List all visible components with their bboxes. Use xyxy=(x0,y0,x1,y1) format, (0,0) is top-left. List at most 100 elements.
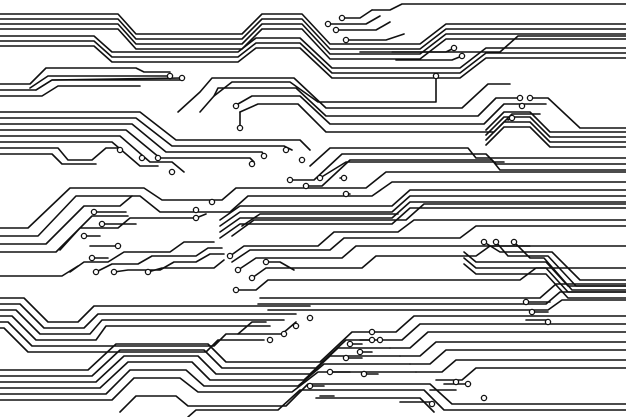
trace-pad-31 xyxy=(192,214,200,222)
circuit-trace-71 xyxy=(231,225,626,263)
trace-pad-47 xyxy=(510,238,518,246)
trace-pad-61 xyxy=(368,336,376,344)
trace-pad-9 xyxy=(516,94,524,102)
trace-pad-58 xyxy=(326,368,334,376)
trace-pad-6 xyxy=(458,52,466,60)
circuit-trace-56 xyxy=(219,189,626,221)
trace-pad-10 xyxy=(432,72,440,80)
trace-pad-1 xyxy=(338,14,346,22)
circuit-trace-94 xyxy=(237,321,267,335)
circuit-trace-70 xyxy=(229,219,626,257)
trace-pad-54 xyxy=(266,336,274,344)
circuit-trace-58 xyxy=(219,201,626,233)
circuit-trace-53 xyxy=(0,215,129,253)
circuit-trace-28 xyxy=(485,111,626,133)
trace-pad-8 xyxy=(178,74,186,82)
circuit-trace-80 xyxy=(463,257,626,293)
trace-pad-25 xyxy=(302,182,310,190)
trace-group xyxy=(0,3,626,417)
circuit-trace-91 xyxy=(0,315,271,341)
circuit-trace-1 xyxy=(0,13,626,45)
circuit-trace-102 xyxy=(187,389,626,417)
trace-pad-57 xyxy=(342,354,350,362)
trace-pad-32 xyxy=(90,208,98,216)
trace-pad-51 xyxy=(306,314,314,322)
circuit-trace-7 xyxy=(0,45,626,79)
circuit-trace-101 xyxy=(119,383,626,413)
circuit-trace-39 xyxy=(0,135,185,173)
trace-pad-27 xyxy=(340,174,348,182)
circuit-trace-68 xyxy=(0,265,79,277)
circuit-trace-82 xyxy=(259,283,626,299)
trace-pad-39 xyxy=(144,268,152,276)
trace-pad-24 xyxy=(286,176,294,184)
circuit-trace-84 xyxy=(267,299,626,311)
circuit-trace-72 xyxy=(237,245,626,271)
circuit-trace-103 xyxy=(315,397,435,413)
trace-pad-15 xyxy=(526,94,534,102)
circuit-trace-75 xyxy=(265,261,295,271)
circuit-trace-69 xyxy=(147,259,225,273)
trace-pad-28 xyxy=(342,190,350,198)
trace-pad-5 xyxy=(450,44,458,52)
circuit-trace-49 xyxy=(0,171,626,229)
circuit-trace-66 xyxy=(113,253,225,273)
circuit-trace-109 xyxy=(415,359,626,373)
trace-pad-14 xyxy=(518,102,526,110)
trace-pad-38 xyxy=(110,268,118,276)
circuit-trace-81 xyxy=(463,263,626,299)
circuit-trace-95 xyxy=(0,331,373,371)
circuit-trace-2 xyxy=(0,18,626,50)
circuit-trace-4 xyxy=(0,28,626,60)
circuit-trace-23 xyxy=(213,75,437,103)
circuit-trace-31 xyxy=(485,126,626,148)
circuit-trace-34 xyxy=(529,97,626,129)
trace-pad-67 xyxy=(428,400,436,408)
circuit-trace-30 xyxy=(485,121,626,143)
circuit-trace-67 xyxy=(69,241,215,273)
circuit-trace-76 xyxy=(483,241,626,281)
circuit-trace-98 xyxy=(0,355,401,389)
circuit-trace-36 xyxy=(0,117,293,151)
circuit-trace-29 xyxy=(485,116,626,138)
trace-pad-56 xyxy=(356,348,364,356)
circuit-trace-3 xyxy=(0,23,626,55)
trace-pad-11 xyxy=(232,102,240,110)
trace-pad-66 xyxy=(480,394,488,402)
circuit-trace-24 xyxy=(237,95,547,125)
trace-pad-44 xyxy=(262,258,270,266)
trace-pad-16 xyxy=(116,146,124,154)
trace-pad-60 xyxy=(306,382,314,390)
trace-pad-55 xyxy=(346,340,354,348)
circuit-trace-60 xyxy=(241,213,399,227)
circuit-trace-21 xyxy=(177,77,511,113)
circuit-trace-42 xyxy=(0,153,97,165)
trace-pad-41 xyxy=(234,266,242,274)
circuit-trace-105 xyxy=(379,323,626,341)
trace-pad-34 xyxy=(80,232,88,240)
circuit-trace-12 xyxy=(345,33,405,41)
circuit-trace-51 xyxy=(0,195,133,245)
circuit-trace-89 xyxy=(0,303,297,329)
trace-pad-21 xyxy=(248,160,256,168)
circuit-trace-11 xyxy=(335,21,391,31)
circuit-trace-35 xyxy=(0,111,311,151)
trace-pad-17 xyxy=(138,154,146,162)
trace-pad-63 xyxy=(376,336,384,344)
circuit-trace-8 xyxy=(371,3,626,11)
trace-pad-3 xyxy=(332,26,340,34)
circuit-trace-15 xyxy=(395,55,463,61)
circuit-trace-6 xyxy=(0,40,626,74)
circuit-trace-79 xyxy=(463,251,626,287)
trace-pad-40 xyxy=(226,252,234,260)
circuit-trace-5 xyxy=(0,35,626,69)
circuit-trace-46 xyxy=(319,161,505,179)
trace-pad-22 xyxy=(282,146,290,154)
trace-pad-49 xyxy=(528,308,536,316)
circuit-trace-57 xyxy=(219,195,626,227)
trace-pad-53 xyxy=(280,330,288,338)
circuit-trace-61 xyxy=(231,203,626,237)
trace-pad-26 xyxy=(316,174,324,182)
trace-pad-7 xyxy=(166,72,174,80)
trace-pad-19 xyxy=(168,168,176,176)
